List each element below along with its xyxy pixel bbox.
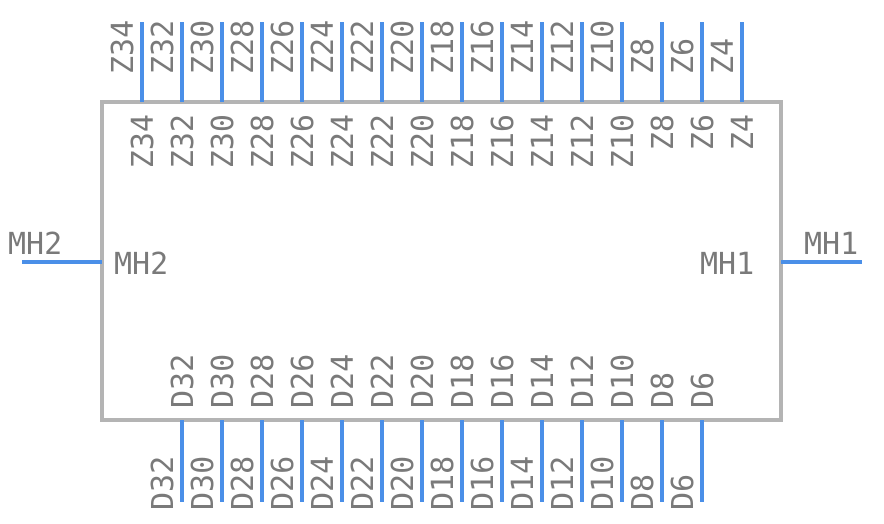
pin-outer-label-d28: D28 [226, 456, 261, 510]
pin-inner-label-z16: Z16 [486, 114, 521, 168]
top-pin-group: Z34Z34Z32Z32Z30Z30Z28Z28Z26Z26Z24Z24Z22Z… [106, 20, 761, 168]
pin-outer-label-z32: Z32 [146, 20, 181, 74]
pin-outer-label-d32: D32 [146, 456, 181, 510]
pin-inner-label-d32: D32 [166, 354, 201, 408]
pin-inner-label-d28: D28 [246, 354, 281, 408]
pin-inner-label-d8: D8 [646, 372, 681, 408]
pin-outer-label-z18: Z18 [426, 20, 461, 74]
pin-outer-label-z14: Z14 [506, 20, 541, 74]
pin-outer-label-z26: Z26 [266, 20, 301, 74]
pin-outer-label-z8: Z8 [626, 38, 661, 74]
pin-inner-label-d30: D30 [206, 354, 241, 408]
pin-inner-label-d16: D16 [486, 354, 521, 408]
pin-inner-label-z30: Z30 [206, 114, 241, 168]
pin-inner-label-z34: Z34 [126, 114, 161, 168]
pin-outer-label-z24: Z24 [306, 20, 341, 74]
pin-inner-label-z24: Z24 [326, 114, 361, 168]
pin-outer-label-z22: Z22 [346, 20, 381, 74]
pin-inner-label-right: MH1 [700, 247, 754, 282]
pin-inner-label-d10: D10 [606, 354, 641, 408]
pin-inner-label-d26: D26 [286, 354, 321, 408]
pin-outer-label-d24: D24 [306, 456, 341, 510]
pin-outer-label-z4: Z4 [706, 38, 741, 74]
pin-inner-label-z32: Z32 [166, 114, 201, 168]
pin-inner-label-z22: Z22 [366, 114, 401, 168]
pin-inner-label-d22: D22 [366, 354, 401, 408]
pin-outer-label-d6: D6 [666, 474, 701, 510]
bottom-pin-group: D32D32D30D30D28D28D26D26D24D24D22D22D20D… [146, 354, 721, 510]
pin-outer-label-right: MH1 [804, 227, 858, 262]
pin-outer-label-z30: Z30 [186, 20, 221, 74]
pin-inner-label-d6: D6 [686, 372, 721, 408]
pin-outer-label-d26: D26 [266, 456, 301, 510]
pin-outer-label-d18: D18 [426, 456, 461, 510]
pin-inner-label-d24: D24 [326, 354, 361, 408]
pin-outer-label-z16: Z16 [466, 20, 501, 74]
pin-outer-label-d22: D22 [346, 456, 381, 510]
pin-inner-label-z10: Z10 [606, 114, 641, 168]
pin-inner-label-z6: Z6 [686, 114, 721, 150]
pin-outer-label-z10: Z10 [586, 20, 621, 74]
pin-outer-label-d20: D20 [386, 456, 421, 510]
pin-outer-label-z6: Z6 [666, 38, 701, 74]
pin-inner-label-left: MH2 [114, 247, 168, 282]
pin-inner-label-z20: Z20 [406, 114, 441, 168]
pin-inner-label-d20: D20 [406, 354, 441, 408]
pin-inner-label-d14: D14 [526, 354, 561, 408]
pin-outer-label-d14: D14 [506, 456, 541, 510]
component-body [100, 100, 783, 422]
pin-outer-label-z34: Z34 [106, 20, 141, 74]
pin-inner-label-z8: Z8 [646, 114, 681, 150]
pin-outer-label-d12: D12 [546, 456, 581, 510]
pin-inner-label-z4: Z4 [726, 114, 761, 150]
pin-outer-label-d30: D30 [186, 456, 221, 510]
pin-inner-label-d18: D18 [446, 354, 481, 408]
pin-outer-label-z20: Z20 [386, 20, 421, 74]
pin-outer-label-z12: Z12 [546, 20, 581, 74]
pin-inner-label-z12: Z12 [566, 114, 601, 168]
pin-outer-label-d16: D16 [466, 456, 501, 510]
pin-outer-label-left: MH2 [8, 227, 62, 262]
pin-inner-label-z14: Z14 [526, 114, 561, 168]
pin-inner-label-d12: D12 [566, 354, 601, 408]
pin-inner-label-z18: Z18 [446, 114, 481, 168]
pin-inner-label-z26: Z26 [286, 114, 321, 168]
pin-outer-label-z28: Z28 [226, 20, 261, 74]
pin-inner-label-z28: Z28 [246, 114, 281, 168]
pin-outer-label-d8: D8 [626, 474, 661, 510]
pin-outer-label-d10: D10 [586, 456, 621, 510]
